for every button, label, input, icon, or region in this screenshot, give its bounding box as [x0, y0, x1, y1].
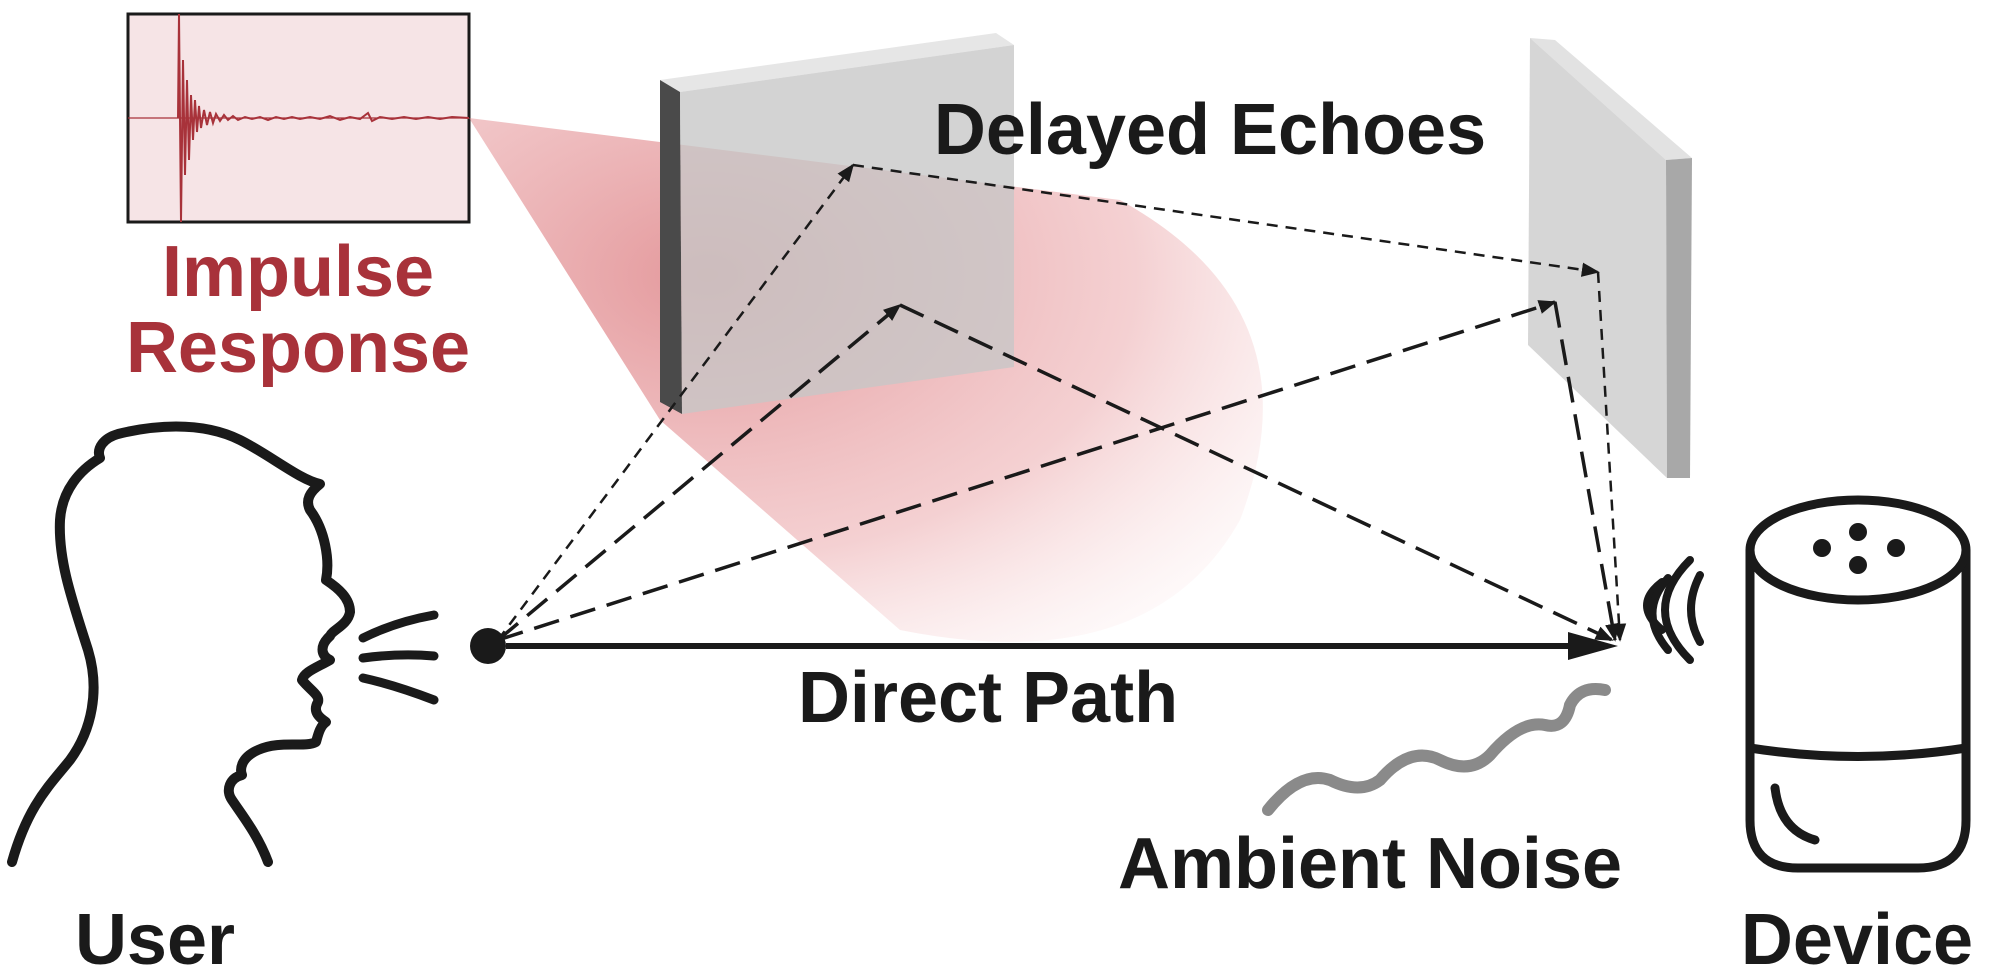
wall-left-top: [660, 33, 1014, 92]
echo-path-segment: [496, 303, 902, 642]
echo-path-short-dash: [496, 163, 1627, 642]
echo-path-segment: [852, 163, 1600, 277]
reflecting-wall-right: [1528, 38, 1692, 478]
sound-waves-outer: [1648, 571, 1704, 654]
device-top: [1745, 495, 1971, 605]
user-label: User: [75, 900, 235, 979]
impulse-response-label-line1: Impulse: [162, 232, 434, 312]
speech-lines-icon: [358, 610, 439, 705]
delayed-echoes-label: Delayed Echoes: [934, 90, 1486, 170]
device-dot: [1849, 523, 1867, 541]
direct-path-label: Direct Path: [798, 658, 1178, 738]
wall-right-edge: [1666, 158, 1692, 478]
direct-path: [470, 628, 1618, 664]
speaking-head-icon: [7, 421, 355, 867]
impulse-waveform: [177, 13, 470, 223]
device-dot: [1849, 556, 1867, 574]
sound-source-dot: [470, 628, 506, 664]
smart-speaker-icon: [1745, 495, 1971, 873]
reflecting-wall-left: [660, 33, 1014, 414]
device-body: [1745, 550, 1971, 873]
wall-right-face: [1528, 38, 1667, 478]
echo-path-segment: [496, 163, 855, 641]
noise-wave-icon: [1262, 683, 1611, 816]
device-band: [1749, 743, 1967, 761]
echo-path-long-dash: [496, 300, 1620, 642]
direct-path-arrowhead: [1568, 632, 1618, 660]
wall-left-face: [680, 45, 1014, 414]
device-highlight: [1770, 783, 1820, 845]
device-dot: [1813, 539, 1831, 557]
impulse-response-inset: [126, 12, 471, 224]
ambient-noise-label: Ambient Noise: [1118, 824, 1622, 904]
wall-left-edge: [660, 80, 682, 414]
impulse-response-label-line2: Response: [126, 308, 470, 388]
echo-path-segment: [497, 300, 1557, 642]
echo-path-segment: [1553, 301, 1620, 642]
wall-right-top: [1530, 38, 1692, 160]
device-label: Device: [1741, 900, 1973, 979]
echo-path-segment: [899, 303, 1614, 642]
device-dot: [1887, 539, 1905, 557]
echo-path-segment: [1596, 271, 1627, 642]
